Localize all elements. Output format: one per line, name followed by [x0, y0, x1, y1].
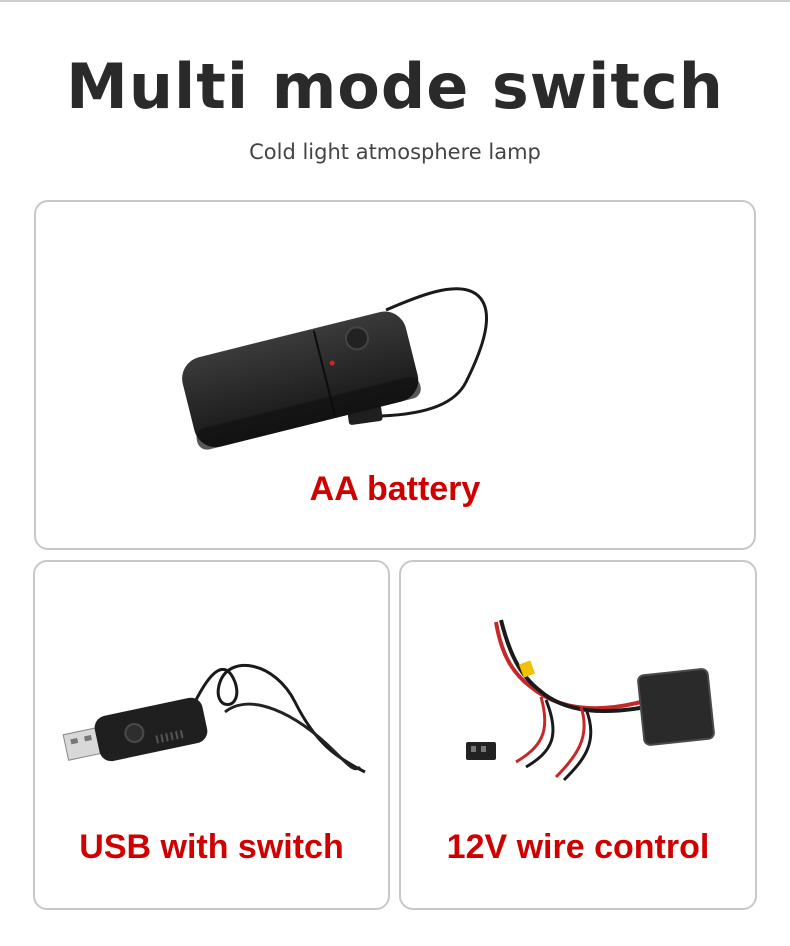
- page-title: Multi mode switch: [66, 50, 724, 123]
- card-usb-with-switch: USB with switch: [33, 560, 390, 910]
- card-label-usb-with-switch: USB with switch: [79, 828, 344, 866]
- card-label-aa-battery: AA battery: [309, 470, 481, 508]
- battery-box-controller-image: ⇔: [182, 287, 488, 450]
- card-12v-wire-control: 12V wire control: [399, 560, 757, 910]
- svg-text:⇔: ⇔: [281, 369, 298, 390]
- usb-controller-image: [62, 664, 366, 774]
- 12v-wire-controller-image: [466, 619, 715, 782]
- top-divider: [0, 0, 790, 2]
- card-label-12v-wire-control: 12V wire control: [446, 828, 710, 866]
- page-subtitle: Cold light atmosphere lamp: [249, 140, 541, 164]
- card-aa-battery: ⇔ AA battery: [34, 200, 756, 550]
